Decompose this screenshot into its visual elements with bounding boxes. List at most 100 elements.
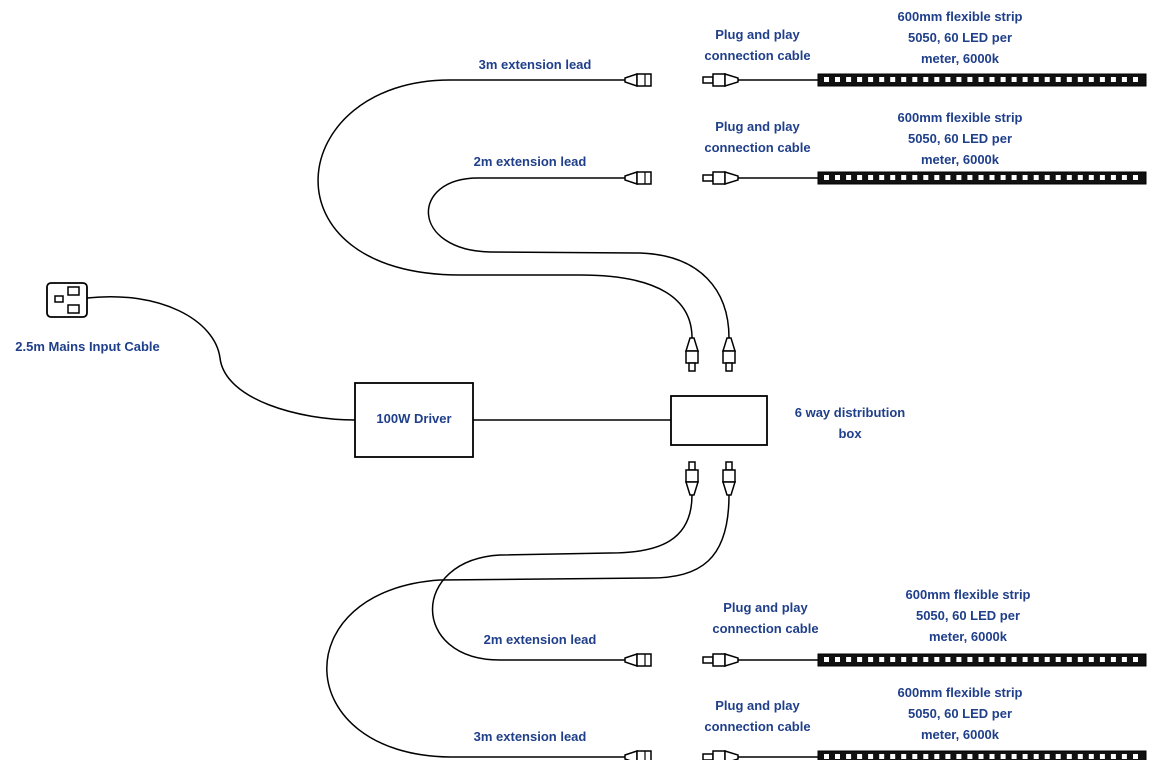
led-chip — [1099, 657, 1105, 662]
led-chip — [1055, 175, 1061, 180]
led-chip — [824, 657, 829, 662]
led-chip — [1066, 77, 1072, 82]
led-chip — [989, 77, 995, 82]
led-chip — [945, 175, 951, 180]
led-chip — [1077, 657, 1083, 662]
led-chip — [1099, 77, 1105, 82]
led-chip — [978, 657, 984, 662]
led-chip — [1044, 657, 1050, 662]
led-chip — [1033, 754, 1039, 759]
led-chip — [1000, 77, 1006, 82]
distribution-connector-upper-left — [685, 337, 699, 372]
mains-plug-icon — [46, 282, 88, 318]
led-chip — [934, 754, 940, 759]
driver-label: 100W Driver — [376, 411, 452, 426]
led-chip — [1088, 77, 1094, 82]
led-chip — [945, 77, 951, 82]
led-chip — [846, 657, 852, 662]
led-chip — [1066, 175, 1072, 180]
extension-lead-2m-bottom — [431, 494, 693, 661]
led-chip — [1022, 77, 1028, 82]
led-chip — [901, 754, 907, 759]
led-chip — [857, 77, 863, 82]
led-chip — [1022, 175, 1028, 180]
mains-cable-label: 2.5m Mains Input Cable — [15, 339, 160, 354]
led-chip — [835, 77, 840, 82]
led-chip — [1110, 77, 1116, 82]
extension-lead-label: 3m extension lead — [478, 57, 592, 72]
extension-lead-3m-top — [317, 79, 693, 339]
led-chip — [1099, 754, 1105, 759]
connection-cable-plug — [702, 653, 739, 667]
led-chip — [857, 175, 863, 180]
led-chip — [835, 754, 840, 759]
led-chip — [934, 77, 940, 82]
led-chip — [989, 175, 995, 180]
led-chip — [824, 77, 829, 82]
led-chip — [1077, 754, 1083, 759]
led-strip — [817, 171, 1147, 185]
led-chip — [967, 175, 973, 180]
led-chip — [890, 754, 896, 759]
led-chip — [1133, 77, 1138, 82]
mains-input-cable — [86, 296, 356, 421]
led-chip — [846, 77, 852, 82]
led-chip — [824, 754, 829, 759]
led-chip — [835, 175, 840, 180]
led-chip — [989, 754, 995, 759]
led-chip — [967, 754, 973, 759]
led-chip — [956, 754, 962, 759]
lead-end-plug — [624, 73, 652, 87]
distribution-connector-upper-right — [722, 337, 736, 372]
led-chip — [923, 657, 929, 662]
led-chip — [989, 657, 995, 662]
led-chip — [857, 754, 863, 759]
led-chip — [1055, 657, 1061, 662]
led-chip — [868, 754, 874, 759]
led-chip — [1000, 657, 1006, 662]
led-chip — [1055, 754, 1061, 759]
led-chip — [978, 754, 984, 759]
led-chip — [879, 754, 885, 759]
led-chip — [1033, 175, 1039, 180]
led-chip — [890, 657, 896, 662]
led-chip — [1011, 657, 1017, 662]
led-chip — [1044, 77, 1050, 82]
led-chip — [1066, 754, 1072, 759]
distribution-connector-lower-left — [685, 461, 699, 496]
led-chip — [1110, 657, 1116, 662]
led-chip — [1099, 175, 1105, 180]
led-chip — [912, 175, 918, 180]
led-chip — [1077, 77, 1083, 82]
led-chip — [1121, 657, 1127, 662]
led-chip — [1022, 754, 1028, 759]
led-chip — [879, 657, 885, 662]
connection-cable-plug — [702, 73, 739, 87]
led-chip — [1133, 754, 1138, 759]
led-chip — [879, 77, 885, 82]
led-chip — [923, 175, 929, 180]
led-chip — [1044, 175, 1050, 180]
distribution-connector-lower-right — [722, 461, 736, 496]
led-chip — [978, 77, 984, 82]
led-chip — [934, 175, 940, 180]
led-chip — [1011, 77, 1017, 82]
led-chip — [901, 657, 907, 662]
extension-lead-3m-bottom — [326, 494, 730, 758]
distribution-box — [670, 395, 768, 446]
lead-end-plug — [624, 171, 652, 185]
led-chip — [1121, 77, 1127, 82]
led-chip — [846, 754, 852, 759]
led-chip — [868, 77, 874, 82]
led-chip — [1066, 657, 1072, 662]
led-chip — [1133, 657, 1138, 662]
led-chip — [868, 175, 874, 180]
